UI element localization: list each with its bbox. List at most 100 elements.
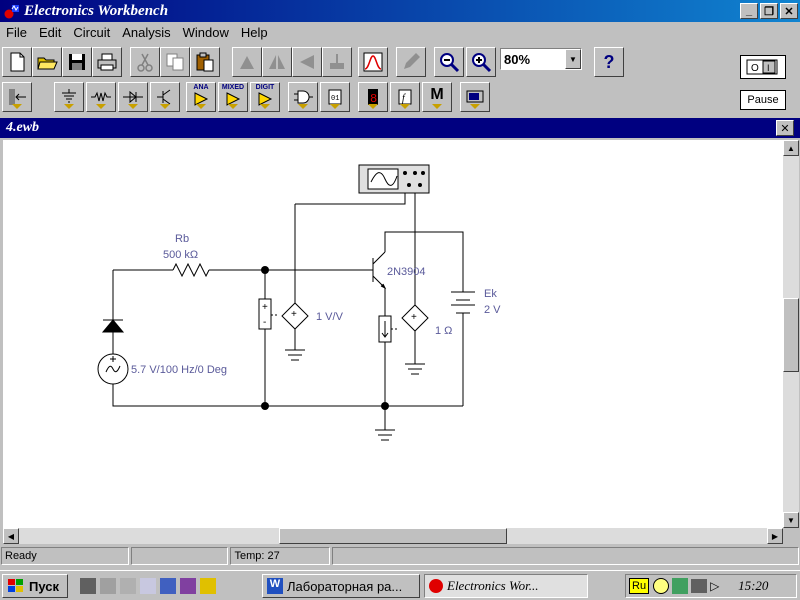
oscilloscope[interactable]: [358, 164, 430, 194]
window-title: Electronics Workbench: [24, 2, 169, 19]
menu-file[interactable]: File: [6, 24, 27, 40]
task-button-ewb[interactable]: Electronics Wor...: [424, 574, 588, 598]
cut-button[interactable]: [130, 47, 160, 77]
document-close-button[interactable]: ✕: [776, 120, 794, 136]
network-tray-icon[interactable]: [672, 578, 689, 594]
status-right: [332, 547, 799, 565]
indicators-bin-button[interactable]: 8: [358, 82, 388, 112]
printer-tray-icon[interactable]: [691, 579, 708, 593]
copy-button[interactable]: [160, 47, 190, 77]
quicklaunch-globe-icon[interactable]: [160, 578, 176, 594]
document-title-bar: 4.ewb ✕: [0, 118, 800, 138]
resistor-name-label: Rb: [175, 233, 189, 245]
zoom-in-button[interactable]: [466, 47, 496, 77]
sources-bin-button[interactable]: [54, 82, 84, 112]
instrument-icon: [466, 90, 484, 103]
smiley-icon[interactable]: [653, 578, 670, 594]
task-button-word[interactable]: W Лабораторная ра...: [262, 574, 420, 598]
save-disk-icon: [69, 54, 85, 70]
svg-text:+: +: [411, 312, 417, 323]
diode: [101, 319, 125, 333]
flip-horizontal-button[interactable]: [292, 47, 322, 77]
main-toolbar: [0, 45, 720, 81]
battery-name-label: Ek: [484, 288, 497, 300]
title-bar: Electronics Workbench _ ❐ ✕: [0, 0, 800, 22]
vertical-scrollbar[interactable]: ▲ ▼: [783, 140, 799, 528]
zoom-select[interactable]: 80% ▼: [500, 48, 582, 70]
zoom-out-button[interactable]: [434, 47, 464, 77]
open-button[interactable]: [32, 47, 62, 77]
app-icon: [4, 5, 19, 19]
analog-ics-label: ANA: [193, 84, 209, 91]
circuit-canvas[interactable]: + - + +: [3, 140, 783, 528]
diodes-bin-button[interactable]: [118, 82, 148, 112]
seven-segment-icon: 8: [368, 89, 378, 106]
resistor-value-label: 500 kΩ: [163, 249, 198, 261]
svg-text:+: +: [262, 302, 268, 313]
restore-button[interactable]: ❐: [760, 3, 778, 19]
parts-bin-toolbar: ANA MIXED DIGIT 01 8 f M: [0, 81, 720, 113]
horizontal-scroll-thumb[interactable]: [279, 528, 507, 544]
power-switch[interactable]: O I: [740, 55, 786, 79]
printer-icon: [97, 53, 117, 71]
status-ready: Ready: [1, 547, 129, 565]
zoom-in-icon: [472, 53, 492, 73]
svg-text:+: +: [291, 309, 297, 320]
rotate-button[interactable]: [232, 47, 262, 77]
menu-help[interactable]: Help: [240, 24, 268, 40]
quicklaunch-network-icon[interactable]: [140, 578, 156, 594]
menu-bar: File Edit Circuit Analysis Window Help: [0, 22, 800, 42]
flip-vertical-button[interactable]: [262, 47, 292, 77]
instruments-bin-button[interactable]: [460, 82, 490, 112]
digital-ics-bin-button[interactable]: DIGIT: [250, 82, 280, 112]
vertical-scroll-thumb[interactable]: [783, 298, 799, 372]
chevron-down-icon[interactable]: ▼: [565, 49, 581, 69]
scroll-up-icon[interactable]: ▲: [783, 140, 799, 156]
favorites-bin-button[interactable]: [2, 82, 32, 112]
close-button[interactable]: ✕: [780, 3, 798, 19]
quicklaunch-drive-icon[interactable]: [100, 578, 116, 594]
transistors-bin-button[interactable]: [150, 82, 180, 112]
component-properties-button[interactable]: [396, 47, 426, 77]
paste-button[interactable]: [190, 47, 220, 77]
speaker-icon[interactable]: ▷: [710, 579, 720, 593]
scroll-right-icon[interactable]: ▶: [767, 528, 783, 544]
battery-ek: [451, 268, 475, 406]
analog-ics-bin-button[interactable]: ANA: [186, 82, 216, 112]
quicklaunch-disk-icon[interactable]: [120, 578, 136, 594]
open-folder-icon: [37, 57, 58, 70]
word-icon: W: [267, 578, 283, 594]
menu-edit[interactable]: Edit: [38, 24, 62, 40]
scroll-left-icon[interactable]: ◀: [3, 528, 19, 544]
taskbar: Пуск W Лабораторная ра... Electronics Wo…: [0, 570, 800, 600]
save-button[interactable]: [62, 47, 92, 77]
logic-gates-bin-button[interactable]: [288, 82, 318, 112]
menu-circuit[interactable]: Circuit: [73, 24, 111, 40]
document-title: 4.ewb: [6, 120, 40, 135]
help-button[interactable]: ?: [594, 47, 624, 77]
subcircuit-button[interactable]: [322, 47, 352, 77]
miscellaneous-bin-button[interactable]: M: [422, 82, 452, 112]
menu-window[interactable]: Window: [182, 24, 229, 40]
language-indicator[interactable]: Ru: [629, 578, 650, 594]
print-button[interactable]: [92, 47, 122, 77]
quicklaunch-books-icon[interactable]: [180, 578, 196, 594]
pause-button[interactable]: Pause: [740, 90, 786, 110]
quicklaunch-desktop-icon[interactable]: [80, 578, 96, 594]
power-switch-icon: O I: [746, 59, 778, 75]
quicklaunch-pencil-icon[interactable]: [200, 578, 216, 594]
digital-bin-button[interactable]: 01: [320, 82, 350, 112]
task-label-word: Лабораторная ра...: [287, 578, 403, 594]
mixed-ics-bin-button[interactable]: MIXED: [218, 82, 248, 112]
basic-bin-button[interactable]: [86, 82, 116, 112]
minimize-button[interactable]: _: [740, 3, 758, 19]
svg-text:-: -: [263, 317, 266, 328]
controls-bin-button[interactable]: f: [390, 82, 420, 112]
scroll-down-icon[interactable]: ▼: [783, 512, 799, 528]
horizontal-scrollbar[interactable]: ◀ ▶: [3, 528, 783, 544]
start-button[interactable]: Пуск: [2, 574, 68, 598]
new-button[interactable]: [2, 47, 32, 77]
graph-button[interactable]: [358, 47, 388, 77]
svg-text:8: 8: [370, 92, 377, 106]
menu-analysis[interactable]: Analysis: [122, 24, 171, 40]
